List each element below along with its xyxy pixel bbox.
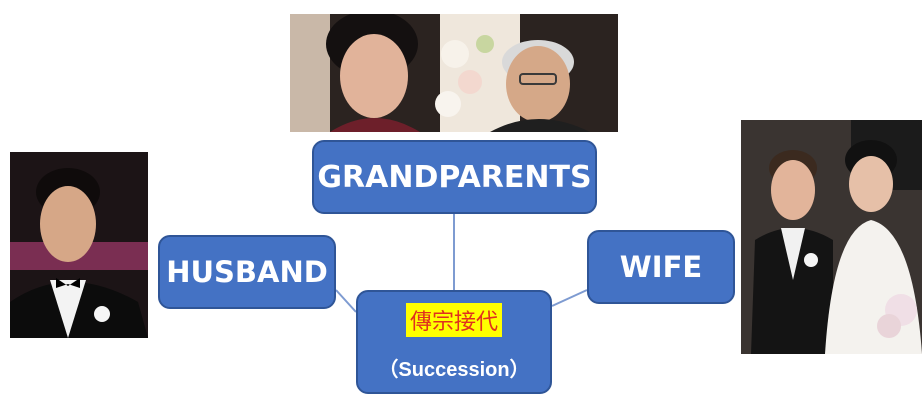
husband-photo	[10, 152, 148, 338]
grandparents-photo	[290, 14, 618, 132]
grandparents-node: GRANDPARENTS	[312, 140, 597, 214]
husband-label: HUSBAND	[166, 255, 328, 289]
wife-photo	[741, 120, 922, 354]
wife-label: WIFE	[619, 250, 703, 284]
wife-node: WIFE	[587, 230, 735, 304]
connector-husband-succession	[335, 289, 357, 313]
succession-node: 傳宗接代 （Succession）	[356, 290, 552, 394]
grandparents-label: GRANDPARENTS	[317, 159, 592, 195]
connector-wife-succession	[551, 289, 588, 307]
husband-node: HUSBAND	[158, 235, 336, 309]
succession-english-label: （Succession）	[378, 358, 530, 381]
succession-chinese-label: 傳宗接代	[405, 302, 502, 337]
